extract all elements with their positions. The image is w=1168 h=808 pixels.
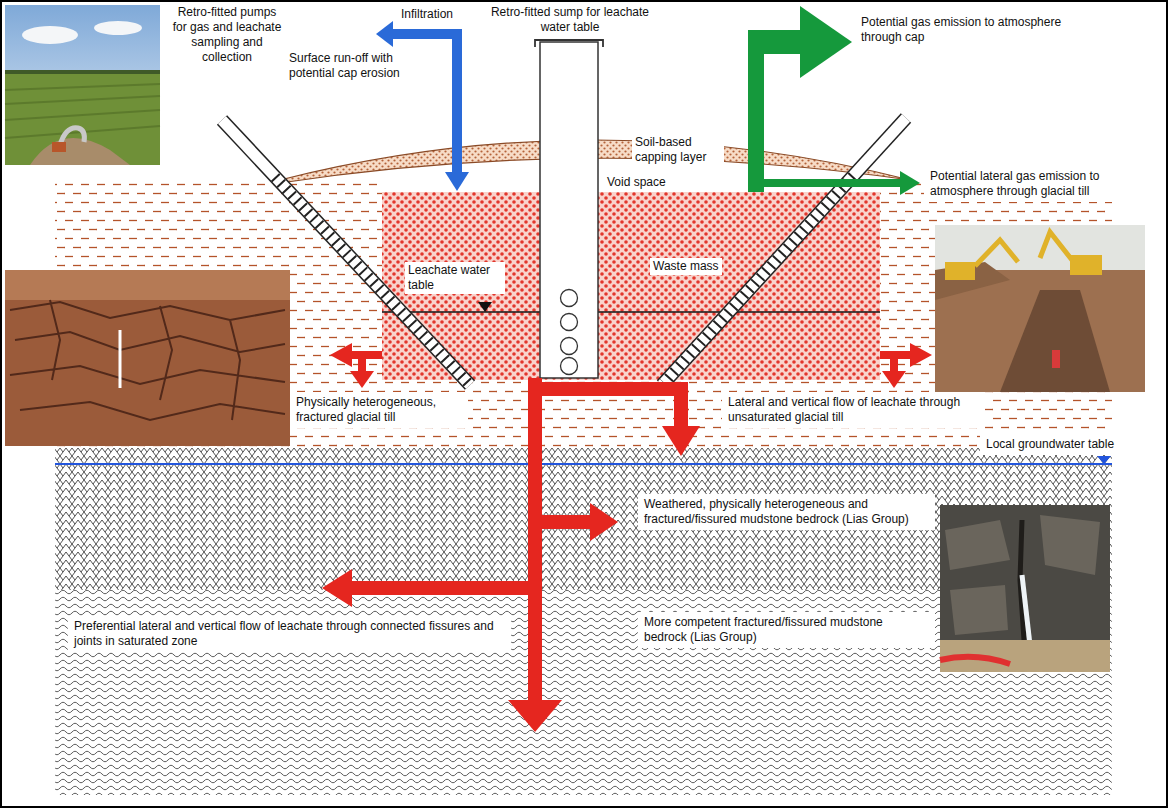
- text-box: Physically heterogeneous, fractured glac…: [290, 392, 468, 428]
- leachate-marker: [478, 302, 492, 312]
- leachate-arrowhead: [662, 426, 700, 456]
- text-box: Local groundwater table: [980, 434, 1122, 455]
- sump-slot: [561, 314, 578, 331]
- leachate-arrow: [535, 382, 688, 396]
- sump-slot: [561, 290, 578, 307]
- text-box: Weathered, physically heterogeneous and …: [638, 494, 935, 530]
- photo-soil: [5, 270, 290, 446]
- photo-excavator-arm: [1040, 232, 1072, 260]
- annotation-label: Waste mass: [650, 258, 722, 275]
- photo-scale-stick: [119, 330, 122, 388]
- photo-soil-top: [5, 270, 290, 300]
- photo-excavator: [1070, 255, 1102, 275]
- groundwater-line: [55, 463, 1112, 465]
- gas-emission-arrowhead: [800, 6, 852, 78]
- photo-cloud: [22, 26, 78, 44]
- leachate-arrowhead: [508, 700, 562, 732]
- pipe-screen: [664, 176, 853, 383]
- runoff-arrowhead: [376, 21, 393, 47]
- leachate-arrowhead: [882, 371, 906, 388]
- annotation-label: Potential gas emission to atmosphere thr…: [858, 14, 1098, 46]
- photo-spoil: [935, 262, 1010, 300]
- leachate-line: [382, 311, 880, 313]
- field-photo: [5, 5, 160, 165]
- runoff-arrow: [392, 29, 462, 39]
- photo-excavator-arm: [975, 240, 1018, 266]
- leachate-sump: [540, 42, 598, 378]
- leachate-arrow: [358, 355, 366, 372]
- text-box: More competent fractured/fissured mudsto…: [638, 612, 935, 648]
- photo-hose: [940, 657, 1010, 664]
- photo-cloud: [94, 21, 142, 35]
- leachate-arrowhead: [322, 569, 352, 607]
- text-box: Preferential lateral and vertical flow o…: [68, 616, 511, 652]
- photo-fissures: [10, 300, 285, 420]
- bedrock-photo: [940, 505, 1110, 672]
- photo-field: [5, 72, 160, 165]
- annotation-label: Infiltration: [398, 6, 456, 23]
- till-photo: [5, 270, 290, 446]
- leachate-arrowhead: [330, 343, 352, 367]
- annotation-label: Soil-based capping layer: [632, 134, 724, 166]
- leachate-arrow: [674, 382, 688, 428]
- photo-rock: [940, 505, 1110, 672]
- lateral-gas-arrowhead: [900, 171, 920, 195]
- annotation-label: Surface run-off with potential cap erosi…: [286, 50, 418, 82]
- sump-slot: [561, 358, 578, 375]
- gas-emission-arrow: [748, 30, 764, 192]
- photo-pool: [940, 640, 1110, 672]
- box-text: Preferential lateral and vertical flow o…: [74, 619, 504, 649]
- leachate-arrowhead: [590, 503, 618, 541]
- photo-hedge: [5, 70, 160, 74]
- photo-excavator: [945, 262, 975, 280]
- lateral-gas-arrow: [756, 179, 902, 187]
- box-text: Potential lateral gas emission to atmosp…: [930, 169, 1158, 199]
- leachate-arrow: [535, 515, 592, 529]
- photo-pump: [52, 142, 66, 152]
- groundwater-marker: [1097, 456, 1111, 464]
- photo-trench: [1000, 290, 1110, 392]
- box-text: More competent fractured/fissured mudsto…: [644, 615, 928, 645]
- annotation-label: Void space: [604, 174, 669, 191]
- photo-sky: [5, 5, 160, 165]
- leachate-arrow: [528, 378, 542, 702]
- sump-cap: [535, 40, 603, 47]
- leachate-arrowhead: [910, 343, 932, 367]
- photo-soil: [935, 225, 1145, 392]
- box-text: Lateral and vertical flow of leachate th…: [728, 395, 978, 425]
- box-text: Local groundwater table: [986, 437, 1116, 452]
- gas-emission-arrow: [748, 30, 802, 54]
- annotation-label: Retro-fitted sump for leachate water tab…: [478, 4, 662, 36]
- leachate-arrow: [350, 581, 535, 595]
- excavation-photo: [935, 225, 1145, 392]
- photo-soil: [30, 138, 130, 165]
- photo-water-jet: [1022, 575, 1030, 645]
- text-box: Lateral and vertical flow of leachate th…: [722, 392, 985, 428]
- photo-worker: [1052, 350, 1060, 368]
- box-text: Weathered, physically heterogeneous and …: [644, 497, 928, 527]
- box-text: Physically heterogeneous, fractured glac…: [296, 395, 461, 425]
- annotation-label: Retro-fitted pumps for gas and leachate …: [166, 4, 288, 66]
- leachate-arrow: [890, 355, 898, 372]
- infiltration-arrowhead: [445, 172, 469, 191]
- text-box: Potential lateral gas emission to atmosp…: [924, 166, 1165, 202]
- annotation-label: Leachate water table: [405, 262, 505, 294]
- leachate-arrowhead: [350, 371, 374, 388]
- sump-slot: [561, 338, 578, 355]
- infiltration-arrow: [452, 29, 462, 174]
